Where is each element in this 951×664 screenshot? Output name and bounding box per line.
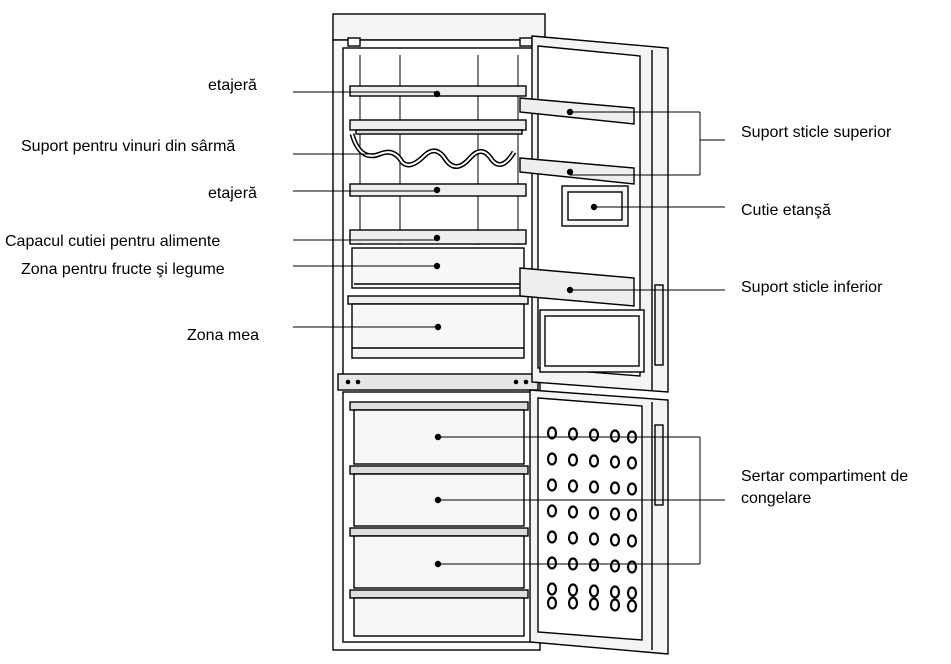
label-wine-rack: Suport pentru vinuri din sârmă	[21, 138, 236, 155]
bottle-rack-lower	[519, 267, 635, 307]
sealed-box	[561, 185, 629, 227]
my-zone-drawer	[347, 295, 529, 359]
freezer-door-ice-cells	[546, 426, 638, 613]
label-shelf-top: etajeră	[208, 77, 257, 94]
label-sealed-box: Cutie etanşă	[741, 202, 831, 219]
label-bottle-rack-upper: Suport sticle superior	[741, 124, 892, 141]
shelf-middle	[349, 183, 527, 197]
leader-lines	[293, 91, 725, 565]
label-crisper-cover: Capacul cutiei pentru alimente	[5, 233, 221, 250]
label-crisper-zone: Zona pentru fructe şi legume	[21, 261, 225, 278]
crisper-drawer	[351, 247, 525, 289]
wine-rack	[349, 119, 527, 169]
bottle-rack-upper	[519, 97, 635, 185]
label-freezer-drawer: Sertar compartiment de congelare	[741, 468, 909, 507]
crisper-cover	[349, 229, 527, 245]
label-bottle-rack-lower: Suport sticle inferior	[741, 279, 883, 296]
freezer-door	[529, 389, 669, 655]
label-my-zone: Zona mea	[187, 327, 260, 344]
label-shelf-middle: etajeră	[208, 185, 257, 202]
freezer-drawers	[349, 401, 529, 637]
shelf-top	[349, 85, 527, 98]
